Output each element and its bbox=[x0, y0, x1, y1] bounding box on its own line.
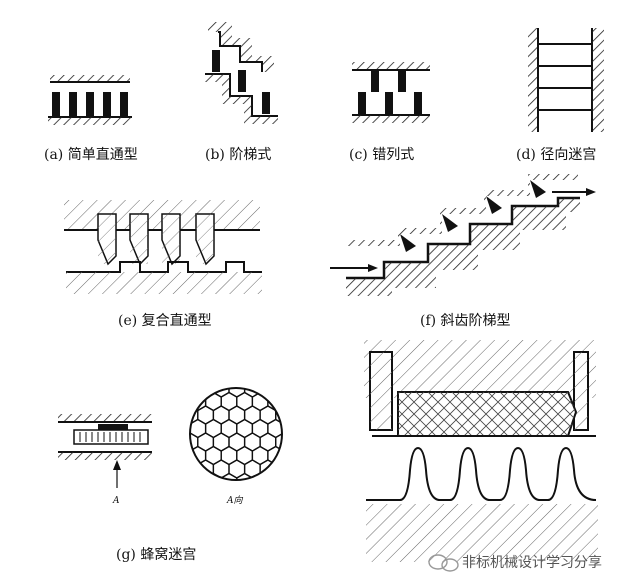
honeycomb-cell bbox=[284, 474, 300, 492]
honeycomb-cell bbox=[276, 487, 292, 505]
honeycomb-cell bbox=[259, 388, 277, 398]
caption-a: (a) 简单直通型 bbox=[44, 147, 138, 163]
honeycomb-cell bbox=[291, 433, 307, 451]
honeycomb-cell bbox=[198, 487, 214, 505]
honeycomb-cell bbox=[267, 472, 282, 480]
honeycomb-view-circle bbox=[167, 366, 315, 505]
honeycomb-cell bbox=[259, 459, 277, 479]
honeycomb-cell bbox=[190, 391, 191, 412]
honeycomb-cell bbox=[291, 460, 307, 478]
caption-f: (f) 斜齿阶梯型 bbox=[420, 313, 511, 329]
honeycomb-cell bbox=[291, 379, 307, 397]
caption-c: (c) 错列式 bbox=[349, 147, 415, 163]
honeycomb-cell bbox=[167, 379, 183, 397]
honeycomb-cell bbox=[252, 366, 268, 384]
diagram-a-simple-straight bbox=[48, 75, 132, 125]
honeycomb-cell bbox=[299, 474, 315, 492]
caption-d: (d) 径向迷宫 bbox=[516, 147, 597, 163]
label-point-a: A bbox=[113, 496, 120, 506]
honeycomb-cell bbox=[237, 366, 253, 384]
diagram-h-seal-section bbox=[364, 340, 598, 562]
caption-e: (e) 复合直通型 bbox=[118, 313, 212, 329]
watermark-text: 非标机械设计学习分享 bbox=[462, 555, 602, 571]
honeycomb-cell bbox=[174, 366, 190, 384]
honeycomb-cell bbox=[167, 487, 183, 505]
honeycomb-cell bbox=[284, 447, 300, 465]
honeycomb-cell bbox=[167, 406, 183, 424]
honeycomb-cell bbox=[275, 459, 282, 479]
honeycomb-cell bbox=[260, 487, 276, 505]
honeycomb-cell bbox=[190, 472, 191, 480]
diagram-d-radial bbox=[528, 28, 604, 132]
honeycomb-cell bbox=[299, 366, 315, 384]
honeycomb-cell bbox=[284, 420, 300, 438]
diagram-f-inclined-stepped bbox=[330, 174, 596, 296]
honeycomb-cell bbox=[236, 472, 254, 480]
honeycomb-cell bbox=[206, 366, 222, 384]
honeycomb-cell bbox=[167, 460, 183, 478]
honeycomb-cell bbox=[221, 366, 237, 384]
diagram-g-honeycomb bbox=[58, 414, 152, 488]
honeycomb-cell bbox=[220, 472, 238, 480]
honeycomb-cell bbox=[182, 487, 198, 505]
honeycomb-cell bbox=[190, 388, 199, 398]
honeycomb-cell bbox=[275, 388, 282, 398]
honeycomb-cell bbox=[190, 445, 191, 466]
honeycomb-cell bbox=[190, 472, 207, 480]
honeycomb-cell bbox=[291, 406, 307, 424]
caption-b: (b) 阶梯式 bbox=[205, 147, 272, 163]
honeycomb-cell bbox=[190, 418, 191, 439]
watermark-logo-icon bbox=[428, 554, 459, 572]
honeycomb-cell bbox=[167, 433, 183, 451]
honeycomb-cell bbox=[284, 393, 300, 411]
label-view-a: A向 bbox=[227, 496, 243, 506]
honeycomb-cell bbox=[190, 459, 199, 479]
honeycomb-cell bbox=[299, 420, 315, 438]
diagram-b-stepped bbox=[205, 22, 278, 124]
caption-g: (g) 蜂窝迷宫 bbox=[116, 547, 197, 563]
honeycomb-cell bbox=[245, 487, 261, 505]
honeycomb-cell bbox=[299, 447, 315, 465]
honeycomb-cell bbox=[190, 366, 206, 384]
honeycomb-cell bbox=[268, 366, 284, 384]
honeycomb-cell bbox=[291, 487, 307, 505]
diagram-e-compound bbox=[64, 200, 262, 294]
honeycomb-cell bbox=[299, 393, 315, 411]
honeycomb-cell bbox=[284, 366, 300, 384]
diagram-c-staggered bbox=[352, 62, 430, 123]
